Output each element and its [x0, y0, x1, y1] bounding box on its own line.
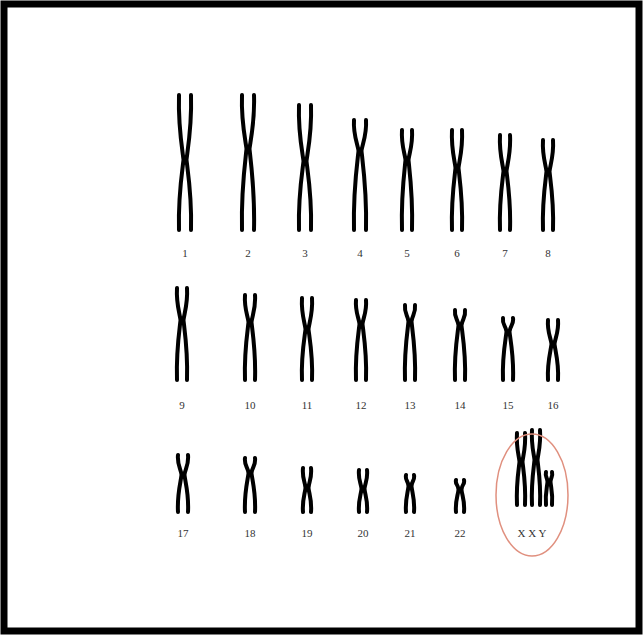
chromosome-number: 1 — [182, 248, 188, 259]
chromatid — [507, 135, 511, 230]
chromatid — [543, 140, 547, 230]
chromosome-number: 4 — [357, 248, 363, 259]
chromatid — [302, 298, 306, 380]
chromatid — [359, 470, 362, 512]
chromosome-number: 12 — [356, 400, 367, 411]
ellipse-shape — [496, 434, 568, 556]
chromatid — [356, 300, 360, 380]
chromosome-number: 21 — [405, 528, 416, 539]
chromatid — [452, 130, 456, 230]
chromatid — [185, 455, 189, 512]
chromatid — [551, 472, 553, 505]
chromatid — [177, 288, 181, 380]
chromatid — [363, 300, 367, 380]
chromatid — [456, 480, 459, 512]
chromatid — [405, 305, 409, 380]
chromosome-number: 5 — [404, 248, 410, 259]
chromosome-number: 22 — [455, 528, 466, 539]
chromatid — [406, 475, 409, 512]
chromosome-number: 13 — [405, 400, 416, 411]
chromosome-number: 14 — [455, 400, 466, 411]
chromatid — [307, 105, 312, 230]
chromosome-number: 18 — [245, 528, 256, 539]
chromatid — [462, 310, 466, 380]
chromosome-number: 6 — [454, 248, 460, 259]
chromosome-number: 19 — [302, 528, 313, 539]
chromatid — [178, 455, 182, 512]
chromatid — [455, 310, 459, 380]
chromatid — [252, 458, 256, 512]
chromatid — [538, 430, 541, 505]
chromosome-number: 7 — [502, 248, 508, 259]
chromatid — [503, 318, 507, 380]
chromatid — [412, 475, 415, 512]
chromatid — [510, 318, 514, 380]
chromatid — [184, 288, 188, 380]
chromatid — [242, 95, 247, 230]
chromatid — [365, 470, 368, 512]
chromosome-number: 3 — [302, 248, 308, 259]
chromatid — [532, 430, 535, 505]
chromatid — [555, 320, 559, 380]
chromosome-number: 16 — [548, 400, 559, 411]
chromatid — [462, 480, 465, 512]
frame-border — [4, 4, 639, 631]
chromosome-number: 17 — [178, 528, 189, 539]
chromatid — [550, 140, 554, 230]
chromatid — [523, 433, 526, 505]
chromatid — [309, 468, 312, 512]
chromatid — [179, 95, 184, 230]
chromatid — [299, 105, 304, 230]
chromosome-number: 10 — [245, 400, 256, 411]
chromatid — [187, 95, 192, 230]
sex-chromosome-label: X X Y — [518, 528, 547, 539]
highlight-ellipse: X X Y — [495, 433, 569, 557]
chromosome-number: 8 — [545, 248, 551, 259]
chromosome-number: 20 — [358, 528, 369, 539]
chromatid — [354, 120, 359, 230]
chromatid — [500, 135, 504, 230]
chromatid — [245, 458, 249, 512]
chromatid — [409, 130, 413, 230]
chromatid — [252, 295, 256, 380]
chromatid — [517, 433, 520, 505]
chromosome-number: 15 — [503, 400, 514, 411]
chromatid — [250, 95, 255, 230]
chromatid — [402, 130, 406, 230]
chromatid — [412, 305, 416, 380]
chromosome-number: 11 — [302, 400, 313, 411]
chromosome-number: 9 — [179, 400, 185, 411]
chromosome-number: 2 — [245, 248, 251, 259]
chromatid — [459, 130, 463, 230]
chromatid — [548, 320, 552, 380]
chromatid — [303, 468, 306, 512]
chromatid — [546, 472, 548, 505]
chromatid — [309, 298, 313, 380]
chromatid — [245, 295, 249, 380]
chromatid — [362, 120, 367, 230]
